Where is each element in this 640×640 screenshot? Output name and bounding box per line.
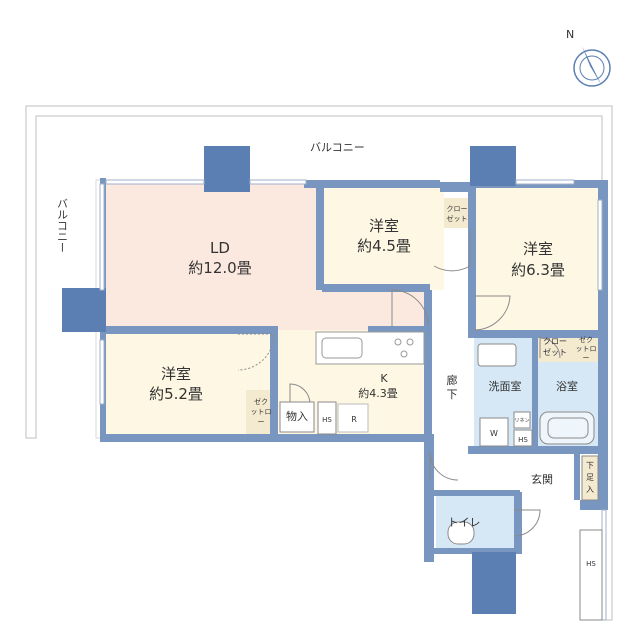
- closet-52-line3: ー: [258, 418, 265, 426]
- hs-wash-label: HS: [518, 436, 528, 444]
- toilet-floor: [436, 496, 516, 550]
- western-52-area: 約5.2畳: [149, 385, 203, 403]
- entrance-label: 玄関: [531, 472, 553, 486]
- walls: [100, 178, 608, 562]
- closet-45-line2: ゼット: [447, 214, 468, 223]
- washroom-label: 洗面室: [489, 379, 522, 393]
- closet-63a-line1: クロー: [543, 337, 567, 346]
- closet-63b-line3: ー: [583, 354, 590, 362]
- western-52-name: 洋室: [161, 365, 191, 383]
- linen-box: [513, 411, 531, 429]
- storage-box: [279, 401, 315, 433]
- closet-63a-line2: ゼット: [543, 347, 567, 357]
- closet-63b-line2: ットロ: [576, 345, 597, 353]
- closet-52-line1: ゼク: [254, 397, 268, 406]
- kitchen-sink: [321, 337, 363, 359]
- windows: [99, 179, 607, 621]
- washer-pan: [479, 417, 509, 447]
- hs-outside-label: HS: [586, 560, 596, 568]
- door-swings: [237, 230, 561, 537]
- western-45-floor: [322, 188, 444, 290]
- compass-rose: [573, 46, 611, 87]
- linen-label: リネン: [514, 418, 529, 424]
- ld-area: 約12.0畳: [188, 259, 251, 277]
- western-63-name: 洋室: [523, 240, 553, 258]
- kitchen-counter: [315, 331, 425, 365]
- shoe-storage-line2: 足: [586, 473, 594, 482]
- shoe-storage-box: [581, 455, 599, 501]
- hs-kitchen-label: HS: [322, 416, 332, 424]
- bathroom-label: 浴室: [556, 379, 578, 393]
- corridor-label-2: 下: [447, 388, 458, 401]
- closet-45-line1: クロー: [447, 205, 468, 213]
- western-63-area: 約6.3畳: [511, 261, 565, 279]
- kitchen-name: K: [380, 372, 388, 385]
- bathtub: [539, 411, 595, 445]
- closet-52-line2: ットロ: [251, 408, 272, 416]
- corridor-label-1: 廊: [447, 373, 458, 387]
- columns: [62, 146, 516, 614]
- closet-45-floor: [444, 198, 470, 228]
- storage-label: 物入: [286, 409, 308, 423]
- balcony-top-label: バルコニー: [310, 141, 365, 154]
- western-45-name: 洋室: [369, 217, 399, 235]
- western-45-area: 約4.5畳: [357, 237, 411, 255]
- compass-label: N: [566, 28, 574, 41]
- hs-wash-box: [513, 429, 533, 447]
- closet-63b-line1: ゼク: [579, 335, 593, 344]
- hs-kitchen-box: [317, 401, 337, 435]
- shoe-storage-line3: 入: [586, 485, 594, 494]
- fridge-label: R: [351, 415, 357, 424]
- western-63-floor: [474, 186, 598, 330]
- washer-label: W: [490, 429, 498, 438]
- toilet-fixture: [447, 521, 475, 545]
- ld-floor: [106, 184, 430, 330]
- toilet-label: トイレ: [448, 516, 481, 529]
- fridge-box: [337, 403, 369, 433]
- wash-basin: [477, 343, 517, 367]
- balcony-left-label: バルコニー: [56, 198, 69, 253]
- ld-name: LD: [210, 239, 230, 257]
- shoe-storage-line1: 下: [586, 461, 594, 470]
- kitchen-area: 約4.3畳: [358, 386, 398, 400]
- kitchen-stove: [394, 338, 414, 358]
- hs-outside-box: [579, 529, 603, 621]
